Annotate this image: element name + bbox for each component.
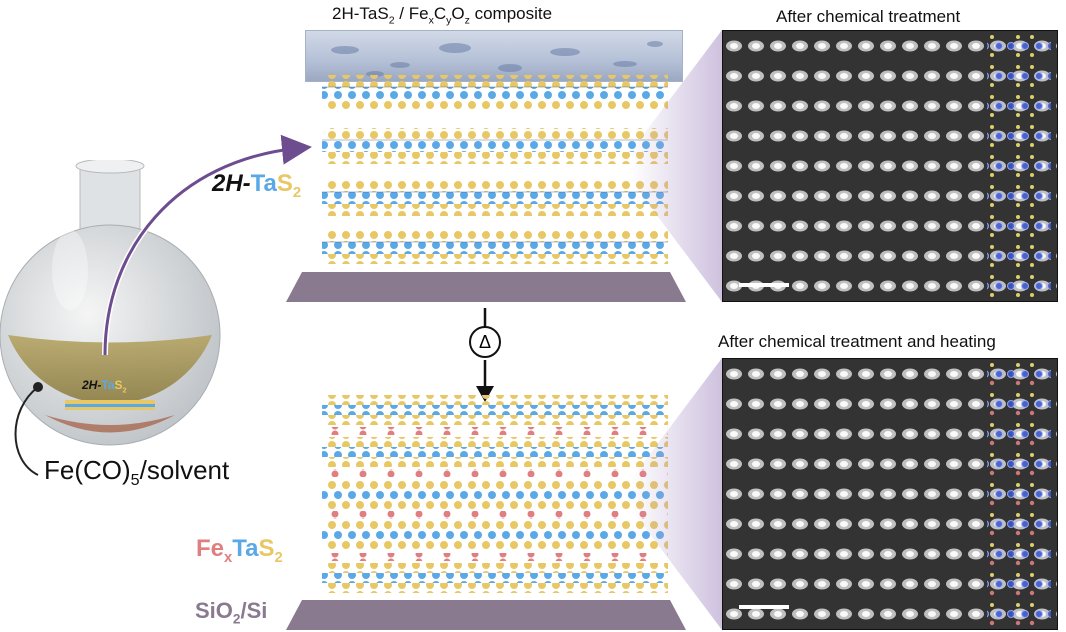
composite-caption: 2H-TaS2 / FexCyOz composite: [332, 4, 553, 27]
substrate-top: [286, 272, 686, 302]
tas2-label: 2H-TaS2: [212, 170, 302, 201]
flask-crystal: [65, 400, 155, 410]
composite-texture: [331, 41, 663, 77]
stem-image-bottom: [722, 358, 1058, 630]
fextas2-structure-bottom: [300, 390, 690, 605]
composite-layer: [305, 30, 683, 82]
heating-delta-badge: Δ: [469, 326, 501, 358]
stem-image-top: [722, 30, 1058, 302]
delta-symbol: Δ: [478, 331, 492, 352]
scale-bar-bottom: [739, 605, 789, 609]
panel-bottom-title: After chemical treatment and heating: [718, 332, 996, 351]
solvent-label: Fe(CO)5/solvent: [44, 455, 230, 490]
solvent-leader-line: [8, 380, 58, 490]
flask-tas2-label: 2H-TaS2: [82, 378, 127, 395]
heating-arrow: [465, 308, 505, 404]
scale-bar-top: [739, 283, 789, 287]
panel-top-title: After chemical treatment: [776, 7, 961, 26]
substrate-label: SiO2/Si: [195, 598, 268, 627]
substrate-bottom: [286, 600, 686, 630]
fextas2-label: FexTaS2: [196, 535, 283, 566]
flask: [0, 160, 230, 460]
synthesis-arrow: [95, 130, 315, 360]
tas2-structure-top: [300, 70, 690, 280]
